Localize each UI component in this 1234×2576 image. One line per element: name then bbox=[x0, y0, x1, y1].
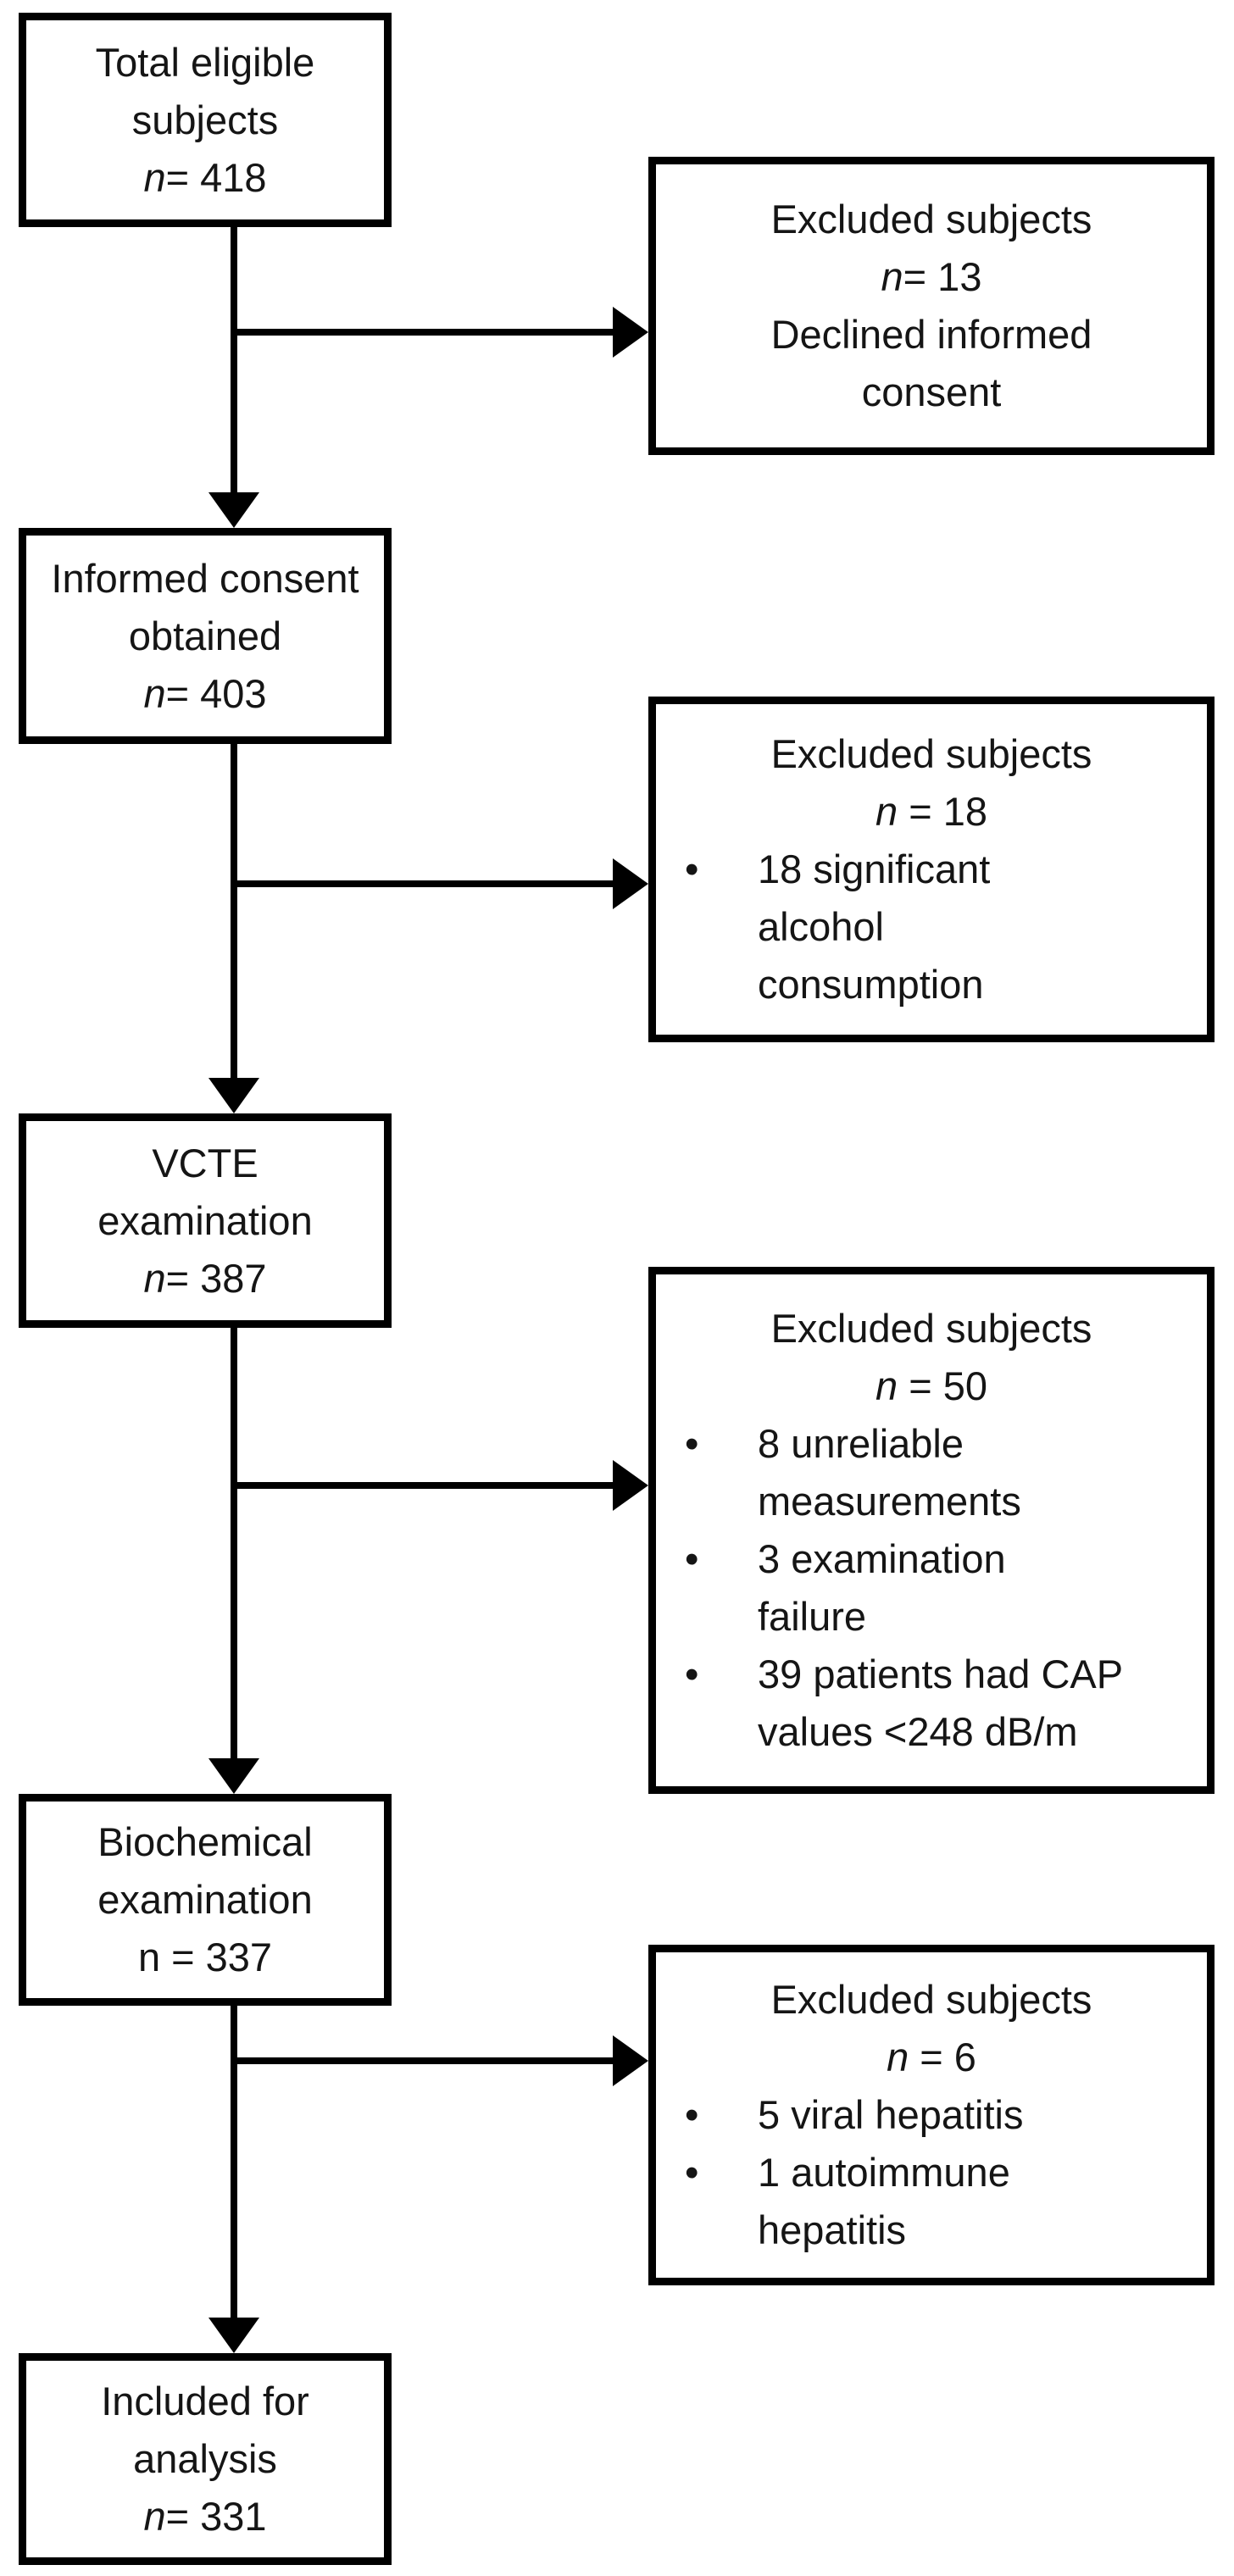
bullet-item: • 3 examination failure bbox=[656, 1530, 1207, 1646]
excluded-box-hepatitis: Excluded subjects n = 6 • 5 viral hepati… bbox=[648, 1945, 1215, 2285]
bullet-text: 39 patients had CAP values <248 dB/m bbox=[758, 1652, 1124, 1754]
bullet-text: 1 autoimmune hepatitis bbox=[758, 2150, 1010, 2252]
step-box-biochemical-examination: Biochemical examination n = 337 bbox=[19, 1794, 392, 2006]
n-value: = 18 bbox=[898, 789, 987, 834]
n-count: n= 13 bbox=[656, 248, 1207, 306]
bullet-icon: • bbox=[685, 2092, 699, 2137]
excluded-header: Excluded subjects bbox=[770, 197, 1092, 242]
n-count: n= 331 bbox=[143, 2488, 266, 2545]
excluded-header: Excluded subjects bbox=[770, 731, 1092, 776]
bullet-item: • 5 viral hepatitis bbox=[656, 2086, 1207, 2144]
step-title: Biochemical examination bbox=[97, 1819, 313, 1922]
excluded-box-alcohol: Excluded subjects n = 18 • 18 significan… bbox=[648, 697, 1215, 1042]
n-count: n = 18 bbox=[656, 783, 1207, 841]
step-box-informed-consent: Informed consent obtained n= 403 bbox=[19, 528, 392, 744]
step-title: Included for analysis bbox=[101, 2379, 309, 2481]
step-box-included-for-analysis: Included for analysis n= 331 bbox=[19, 2353, 392, 2565]
bullet-text: 8 unreliable measurements bbox=[758, 1421, 1021, 1524]
n-symbol: n bbox=[887, 2035, 909, 2079]
n-symbol: n bbox=[875, 1363, 898, 1408]
n-value: = 6 bbox=[909, 2035, 976, 2079]
n-value: = 387 bbox=[165, 1255, 267, 1301]
step-box-total-eligible: Total eligible subjects n= 418 bbox=[19, 13, 392, 227]
n-count: n= 387 bbox=[143, 1250, 266, 1307]
connector-line-right-4 bbox=[231, 2057, 618, 2064]
n-count: n= 403 bbox=[143, 665, 266, 723]
n-value: = 403 bbox=[165, 670, 267, 716]
bullet-item: • 8 unreliable measurements bbox=[656, 1415, 1207, 1530]
excluded-reason: Declined informed consent bbox=[770, 312, 1092, 414]
bullet-icon: • bbox=[685, 847, 699, 891]
connector-line-right-1 bbox=[231, 329, 618, 336]
arrowhead-down-1 bbox=[208, 492, 259, 528]
bullet-item: • 18 significant alcohol consumption bbox=[656, 841, 1207, 1013]
arrowhead-down-4 bbox=[208, 2318, 259, 2353]
n-symbol: n bbox=[143, 1255, 166, 1301]
step-title: Total eligible subjects bbox=[95, 39, 315, 142]
arrowhead-down-2 bbox=[208, 1078, 259, 1113]
arrowhead-right-3 bbox=[613, 1460, 648, 1511]
arrowhead-down-3 bbox=[208, 1758, 259, 1794]
connector-line-down-2 bbox=[231, 744, 237, 1080]
n-symbol: n bbox=[881, 254, 903, 299]
n-symbol: n bbox=[143, 2494, 166, 2539]
n-value: n = 337 bbox=[137, 1935, 273, 1979]
excluded-header: Excluded subjects bbox=[770, 1306, 1092, 1351]
connector-line-down-4 bbox=[231, 2006, 237, 2319]
arrowhead-right-2 bbox=[613, 858, 648, 909]
arrowhead-right-1 bbox=[613, 307, 648, 358]
bullet-icon: • bbox=[685, 1421, 699, 1466]
bullet-text: 18 significant alcohol consumption bbox=[758, 847, 991, 1007]
step-box-vcte-examination: VCTE examination n= 387 bbox=[19, 1113, 392, 1328]
connector-line-right-3 bbox=[231, 1482, 618, 1489]
connector-line-right-2 bbox=[231, 880, 618, 887]
n-count: n = 337 bbox=[138, 1929, 272, 1986]
excluded-header: Excluded subjects bbox=[770, 1977, 1092, 2022]
bullet-icon: • bbox=[685, 1536, 699, 1581]
excluded-box-declined-consent: Excluded subjects n= 13 Declined informe… bbox=[648, 157, 1215, 455]
n-symbol: n bbox=[143, 154, 166, 200]
step-title: Informed consent obtained bbox=[51, 555, 359, 658]
n-symbol: n bbox=[143, 670, 166, 716]
n-count: n= 418 bbox=[143, 149, 266, 207]
excluded-box-vcte-failures: Excluded subjects n = 50 • 8 unreliable … bbox=[648, 1267, 1215, 1794]
connector-line-down-1 bbox=[231, 227, 237, 494]
bullet-text: 3 examination failure bbox=[758, 1536, 1006, 1639]
bullet-text: 5 viral hepatitis bbox=[758, 2092, 1024, 2137]
bullet-icon: • bbox=[685, 2150, 699, 2195]
n-value: = 418 bbox=[165, 154, 267, 200]
step-title: VCTE examination bbox=[97, 1140, 313, 1243]
n-value: = 50 bbox=[898, 1363, 987, 1408]
bullet-icon: • bbox=[685, 1652, 699, 1696]
n-value: = 331 bbox=[165, 2494, 267, 2539]
n-symbol: n bbox=[875, 789, 898, 834]
connector-line-down-3 bbox=[231, 1328, 237, 1760]
n-count: n = 50 bbox=[656, 1357, 1207, 1415]
n-count: n = 6 bbox=[656, 2029, 1207, 2086]
bullet-item: • 39 patients had CAP values <248 dB/m bbox=[656, 1646, 1207, 1761]
n-value: = 13 bbox=[903, 254, 982, 299]
bullet-item: • 1 autoimmune hepatitis bbox=[656, 2144, 1207, 2259]
arrowhead-right-4 bbox=[613, 2035, 648, 2086]
